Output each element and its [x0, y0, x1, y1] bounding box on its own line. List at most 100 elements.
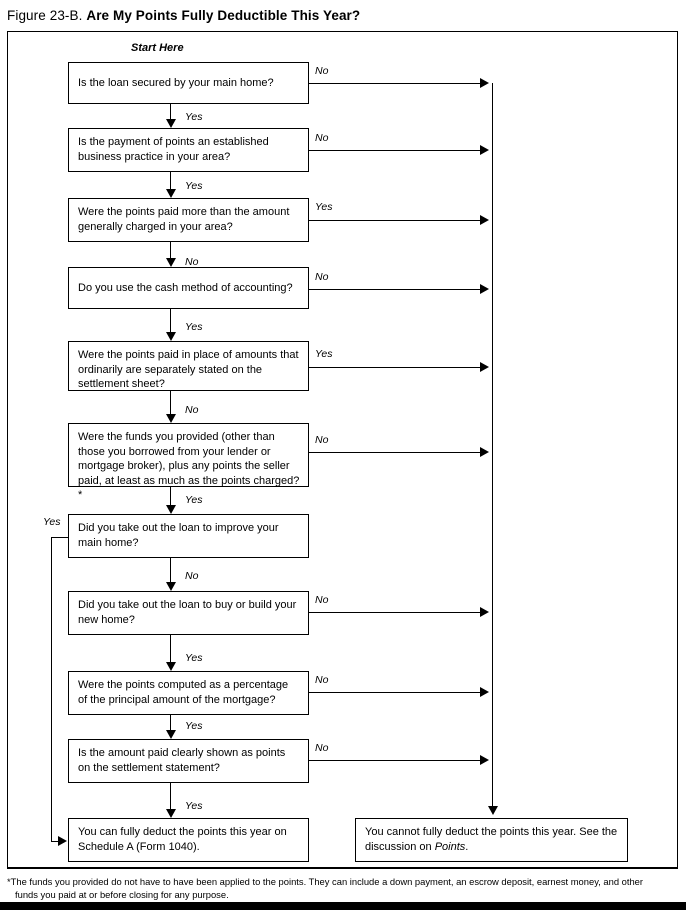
connector-q8-no-arrow	[480, 607, 489, 617]
edge-label-q3-yes: Yes	[315, 201, 333, 213]
connector-q8-q9-line	[170, 635, 171, 662]
start-here-label: Start Here	[131, 42, 184, 54]
edge-label-q3-no: No	[185, 256, 199, 268]
outcome-deductible-line1: You can fully deduct the points this yea…	[78, 826, 287, 838]
outcome-not-deductible-points-ref: Points	[434, 840, 466, 853]
edge-label-q9-yes: Yes	[185, 720, 203, 732]
connector-q2-q3-line	[170, 172, 171, 189]
edge-label-q4-yes: Yes	[185, 321, 203, 333]
connector-q4-q5-line	[170, 309, 171, 332]
connector-q3-yes-line	[309, 220, 484, 221]
footnote-divider	[7, 868, 678, 869]
figure-title: Figure 23-B. Are My Points Fully Deducti…	[7, 8, 360, 23]
connector-q9-no-line	[309, 692, 484, 693]
connector-q7-q8-arrow	[166, 582, 176, 591]
node-q10[interactable]: Is the amount paid clearly shown as poin…	[68, 739, 309, 783]
outcome-not-deductible-line2-post: .	[465, 840, 469, 853]
connector-q10-no-line	[309, 760, 484, 761]
connector-q10-no-arrow	[480, 755, 489, 765]
figure-number: Figure 23-B.	[7, 8, 83, 23]
connector-q5-yes-line	[309, 367, 484, 368]
edge-label-q1-yes: Yes	[185, 111, 203, 123]
node-q10-text: Is the amount paid clearly shown as poin…	[78, 747, 286, 774]
connector-q3-q4-line	[170, 242, 171, 258]
connector-q4-q5-arrow	[166, 332, 176, 341]
edge-label-q5-yes: Yes	[315, 348, 333, 360]
footnote-line-1: *The funds you provided do not have to h…	[7, 876, 644, 887]
edge-label-q8-yes: Yes	[185, 652, 203, 664]
node-q3[interactable]: Were the points paid more than the amoun…	[68, 198, 309, 242]
edge-label-q7-no: No	[185, 570, 199, 582]
connector-q4-no-arrow	[480, 284, 489, 294]
connector-q10-outcome-line	[170, 783, 171, 809]
edge-label-q1-no: No	[315, 65, 329, 77]
connector-q6-q7-line	[170, 487, 171, 505]
edge-label-q4-no: No	[315, 271, 329, 283]
node-q3-text: Were the points paid more than the amoun…	[78, 206, 290, 233]
node-outcome-not-deductible[interactable]: You cannot fully deduct the points this …	[355, 818, 628, 862]
connector-q10-outcome-arrow	[166, 809, 176, 818]
connector-q7-yes-arrow	[58, 836, 67, 846]
connector-q6-q7-arrow	[166, 505, 176, 514]
node-q6-text: Were the funds you provided (other than …	[78, 431, 300, 501]
footnote-line-2: funds you paid at or before closing for …	[15, 888, 229, 900]
connector-q4-no-line	[309, 289, 484, 290]
outcome-not-deductible-line1: You cannot fully deduct the points this …	[365, 826, 618, 838]
outcome-deductible-line2: Schedule A (Form 1040).	[78, 840, 200, 853]
edge-label-q2-no: No	[315, 132, 329, 144]
connector-q7-yes-in	[51, 841, 60, 842]
connector-q2-q3-arrow	[166, 189, 176, 198]
edge-label-q10-no: No	[315, 742, 329, 754]
edge-label-q10-yes: Yes	[185, 800, 203, 812]
footnote: *The funds you provided do not have to h…	[7, 876, 671, 901]
node-q4[interactable]: Do you use the cash method of accounting…	[68, 267, 309, 309]
connector-q6-no-arrow	[480, 447, 489, 457]
edge-label-q8-no: No	[315, 594, 329, 606]
page-bottom-bar	[0, 902, 686, 910]
node-q1[interactable]: Is the loan secured by your main home?	[68, 62, 309, 104]
edge-label-q2-yes: Yes	[185, 180, 203, 192]
edge-label-q6-no: No	[315, 434, 329, 446]
node-q8[interactable]: Did you take out the loan to buy or buil…	[68, 591, 309, 635]
node-q5-text: Were the points paid in place of amounts…	[78, 349, 299, 390]
node-q5[interactable]: Were the points paid in place of amounts…	[68, 341, 309, 391]
connector-q7-yes-exit	[51, 537, 69, 538]
connector-q8-q9-arrow	[166, 662, 176, 671]
node-outcome-deductible[interactable]: You can fully deduct the points this yea…	[68, 818, 309, 862]
node-q8-text: Did you take out the loan to buy or buil…	[78, 599, 297, 626]
connector-q2-no-line	[309, 150, 484, 151]
edge-label-q9-no: No	[315, 674, 329, 686]
connector-q7-q8-line	[170, 558, 171, 582]
outcome-not-deductible-line2-pre: discussion on	[365, 840, 435, 853]
node-q2-text: Is the payment of points an established …	[78, 136, 269, 163]
right-spine-line	[492, 83, 493, 806]
connector-q3-q4-arrow	[166, 258, 176, 267]
node-q2[interactable]: Is the payment of points an established …	[68, 128, 309, 172]
edge-label-q6-yes: Yes	[185, 494, 203, 506]
node-q9[interactable]: Were the points computed as a percentage…	[68, 671, 309, 715]
figure-title-text: Are My Points Fully Deductible This Year…	[86, 8, 361, 23]
node-q7-text: Did you take out the loan to improve you…	[78, 522, 279, 549]
right-spine-arrow	[488, 806, 498, 815]
connector-q9-q10-line	[170, 715, 171, 730]
connector-q1-q2-line	[170, 104, 171, 120]
connector-q5-q6-arrow	[166, 414, 176, 423]
outcome-not-deductible-line2: discussion on Points.	[365, 840, 619, 855]
connector-q6-no-line	[309, 452, 484, 453]
node-q4-text: Do you use the cash method of accounting…	[78, 282, 293, 295]
connector-q2-no-arrow	[480, 145, 489, 155]
node-q7[interactable]: Did you take out the loan to improve you…	[68, 514, 309, 558]
connector-q1-no-line	[309, 83, 484, 84]
connector-q5-yes-arrow	[480, 362, 489, 372]
connector-q8-no-line	[309, 612, 484, 613]
edge-label-q7-yes: Yes	[43, 516, 61, 528]
connector-q1-q2-arrow	[166, 119, 176, 128]
node-q6[interactable]: Were the funds you provided (other than …	[68, 423, 309, 501]
connector-q3-yes-arrow	[480, 215, 489, 225]
connector-q9-no-arrow	[480, 687, 489, 697]
connector-q9-q10-arrow	[166, 730, 176, 739]
connector-q7-yes-down	[51, 537, 52, 841]
edge-label-q5-no: No	[185, 404, 199, 416]
node-q9-text: Were the points computed as a percentage…	[78, 679, 289, 706]
